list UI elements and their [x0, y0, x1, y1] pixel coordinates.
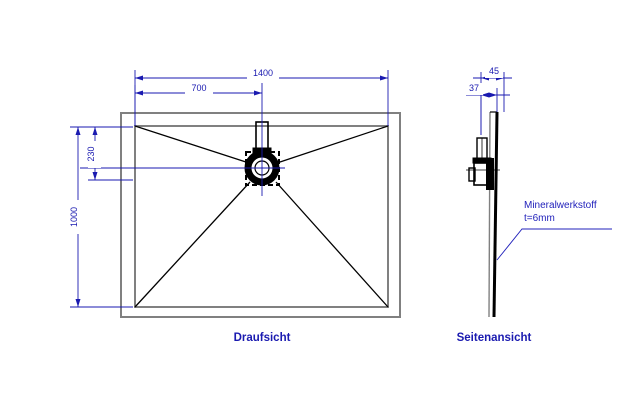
side-panel-front-face: [492, 111, 499, 318]
slope-line-top-left: [134, 125, 250, 164]
dim-700-text-mask: [185, 85, 213, 98]
dim-1400-arrow-right: [380, 75, 388, 81]
material-annotation-line1: Mineralwerkstoff: [524, 200, 597, 211]
material-annotation: Mineralwerkstoff t=6mm: [496, 200, 612, 261]
slope-line-top-right: [276, 125, 389, 164]
drain-assembly-top: [244, 121, 280, 186]
dim-37-text: 37: [469, 83, 479, 93]
dim-45-text-mask: [485, 66, 503, 78]
material-annotation-line2: t=6mm: [524, 213, 555, 224]
dimension-37: 37: [465, 83, 510, 135]
material-leader-line: [496, 228, 612, 261]
dim-1000-arrow-top: [75, 127, 81, 135]
dim-1400-arrow-left: [135, 75, 143, 81]
dimension-700: 700: [134, 83, 262, 126]
side-view-caption: Seitenansicht: [457, 332, 532, 344]
dim-37-arrow-left: [481, 92, 489, 98]
dim-37-text-mask: [465, 83, 483, 95]
drain-assembly-side: [466, 137, 500, 190]
dim-700-arrow-right: [254, 90, 262, 96]
dim-1400-text: 1400: [253, 68, 273, 78]
dimension-45: 45: [473, 66, 512, 135]
dim-1400-text-mask: [247, 70, 279, 83]
top-view-group: 1400 700 1000: [69, 68, 401, 344]
side-drain-flange: [468, 167, 476, 182]
dim-230-arrow-top: [92, 127, 98, 135]
dimension-230: 230: [86, 126, 133, 181]
dim-1000-text: 1000: [69, 207, 79, 227]
dimension-1400: 1400: [134, 68, 389, 126]
dim-230-arrow-bottom: [92, 172, 98, 180]
dim-45-text: 45: [489, 66, 499, 76]
slope-line-bottom-right: [275, 181, 389, 308]
dim-1000-arrow-bottom: [75, 299, 81, 307]
slope-fold-lines: [134, 125, 389, 308]
side-panel: [488, 111, 499, 318]
dim-230-text: 230: [86, 146, 96, 161]
slope-line-bottom-left: [134, 181, 251, 308]
dim-230-text-mask: [88, 141, 101, 168]
side-view-group: 45 37 Mineralwerkstoff t=6mm Seitenansic…: [457, 66, 612, 344]
side-panel-back-face: [488, 111, 491, 318]
dim-700-text: 700: [191, 83, 206, 93]
dim-1000-text-mask: [71, 200, 84, 234]
dim-37-arrow-right: [489, 92, 497, 98]
tray-inner-rect: [134, 125, 389, 308]
side-drain-body-fill: [486, 158, 494, 190]
drain-centerlines: [80, 70, 285, 196]
dim-700-arrow-left: [135, 90, 143, 96]
tray-outer-rect: [120, 112, 401, 318]
top-view-caption: Draufsicht: [234, 332, 291, 344]
